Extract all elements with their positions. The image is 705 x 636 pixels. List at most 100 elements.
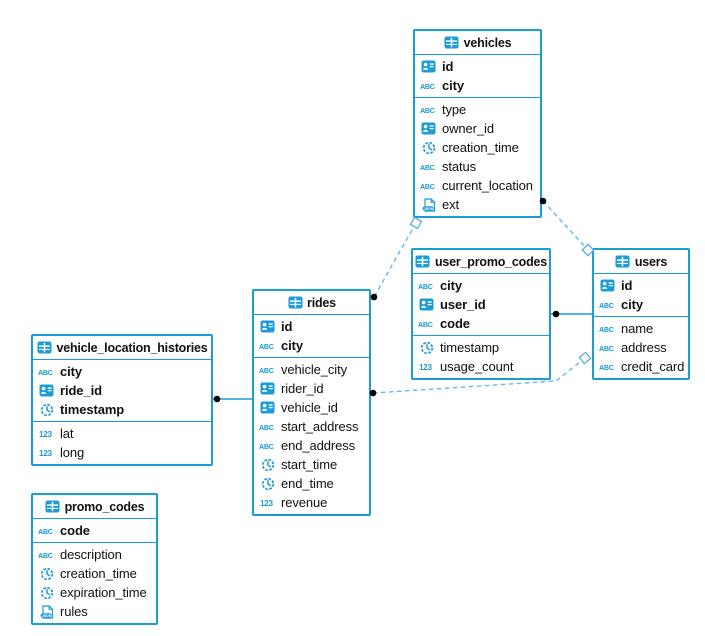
- field-row-vehicle_location_histories-timestamp[interactable]: timestamp: [33, 400, 211, 419]
- table-icon: [415, 255, 431, 268]
- field-row-vehicles-id[interactable]: id: [415, 57, 540, 76]
- field-row-user_promo_codes-timestamp[interactable]: timestamp: [413, 338, 549, 357]
- field-label: credit_card: [621, 359, 685, 374]
- table-header-users[interactable]: users: [594, 250, 688, 274]
- field-row-vehicles-creation_time[interactable]: creation_time: [415, 138, 540, 157]
- field-label: timestamp: [440, 340, 500, 355]
- field-row-vehicle_location_histories-ride_id[interactable]: ride_id: [33, 381, 211, 400]
- field-label: vehicle_city: [281, 362, 347, 377]
- relationship-line-vehicles-users[interactable]: [542, 200, 589, 251]
- svg-text:ABC: ABC: [599, 364, 614, 372]
- field-label: start_time: [281, 457, 338, 472]
- field-row-rides-end_address[interactable]: ABC end_address: [254, 436, 369, 455]
- table-header-promo_codes[interactable]: promo_codes: [33, 495, 156, 519]
- field-label: city: [281, 338, 304, 353]
- field-label: usage_count: [440, 359, 514, 374]
- text-icon: ABC: [420, 162, 437, 172]
- svg-text:ABC: ABC: [420, 83, 435, 91]
- time-icon: [259, 458, 276, 472]
- field-label: ride_id: [60, 383, 102, 398]
- text-icon: ABC: [420, 181, 437, 191]
- text-icon: ABC: [38, 550, 55, 560]
- svg-text:ABC: ABC: [259, 443, 274, 451]
- svg-text:JSON: JSON: [423, 206, 433, 210]
- field-row-rides-rider_id[interactable]: rider_id: [254, 379, 369, 398]
- table-name: rides: [307, 295, 336, 310]
- field-row-promo_codes-creation_time[interactable]: creation_time: [33, 564, 156, 583]
- field-label: city: [621, 297, 644, 312]
- field-row-rides-start_time[interactable]: start_time: [254, 455, 369, 474]
- svg-text:ABC: ABC: [599, 326, 614, 334]
- field-label: current_location: [442, 178, 533, 193]
- time-icon: [38, 567, 55, 581]
- table-header-rides[interactable]: rides: [254, 291, 369, 315]
- text-icon: ABC: [259, 341, 276, 351]
- svg-text:123: 123: [260, 499, 274, 508]
- svg-text:123: 123: [39, 430, 53, 439]
- text-icon: ABC: [599, 362, 616, 372]
- field-label: name: [621, 321, 654, 336]
- field-row-promo_codes-expiration_time[interactable]: expiration_time: [33, 583, 156, 602]
- field-row-rides-vehicle_id[interactable]: vehicle_id: [254, 398, 369, 417]
- field-row-rides-end_time[interactable]: end_time: [254, 474, 369, 493]
- text-icon: ABC: [418, 281, 435, 291]
- field-row-rides-vehicle_city[interactable]: ABC vehicle_city: [254, 360, 369, 379]
- table-header-vehicles[interactable]: vehicles: [415, 31, 540, 55]
- svg-text:ABC: ABC: [420, 107, 435, 115]
- table-name: promo_codes: [64, 499, 145, 514]
- field-row-users-credit_card[interactable]: ABC credit_card: [594, 357, 688, 376]
- field-row-rides-city[interactable]: ABC city: [254, 336, 369, 355]
- id-icon: [259, 382, 276, 395]
- dot-endpoint-marker: [370, 293, 378, 301]
- svg-text:ABC: ABC: [38, 552, 53, 560]
- text-icon: ABC: [38, 526, 55, 536]
- field-row-users-id[interactable]: id: [594, 276, 688, 295]
- id-icon: [418, 298, 435, 311]
- svg-text:ABC: ABC: [259, 367, 274, 375]
- field-label: rules: [60, 604, 88, 619]
- field-row-rides-id[interactable]: id: [254, 317, 369, 336]
- field-label: creation_time: [60, 566, 137, 581]
- field-row-user_promo_codes-user_id[interactable]: user_id: [413, 295, 549, 314]
- text-icon: ABC: [259, 441, 276, 451]
- field-label: id: [442, 59, 454, 74]
- table-name: vehicles: [463, 35, 512, 50]
- id-icon: [259, 401, 276, 414]
- table-name: user_promo_codes: [434, 254, 548, 269]
- field-label: end_address: [281, 438, 356, 453]
- table-header-vehicle_location_histories[interactable]: vehicle_location_histories: [33, 336, 211, 360]
- field-row-vehicles-owner_id[interactable]: owner_id: [415, 119, 540, 138]
- table-header-user_promo_codes[interactable]: user_promo_codes: [413, 250, 549, 274]
- field-row-users-name[interactable]: ABC name: [594, 319, 688, 338]
- relationship-line-rides-vehicles[interactable]: [373, 222, 417, 298]
- field-row-vehicles-current_location[interactable]: ABC current_location: [415, 176, 540, 195]
